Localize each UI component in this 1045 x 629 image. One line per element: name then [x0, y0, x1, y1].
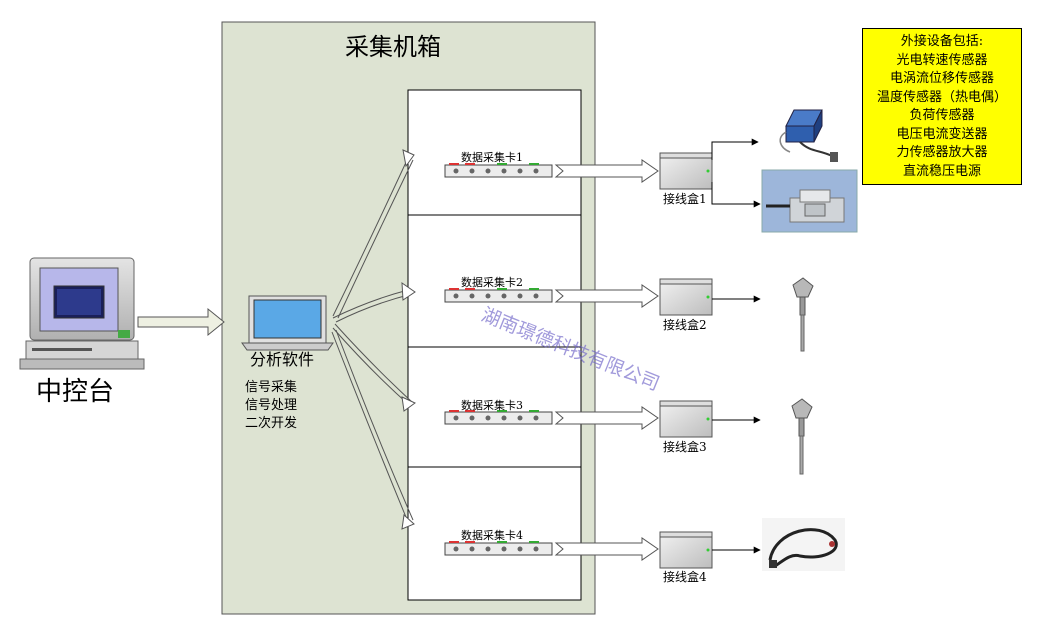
card-1 [444, 163, 553, 178]
box-label-1: 接线盒1 [663, 192, 707, 206]
card-label-2: 数据采集卡2 [461, 276, 523, 289]
load-cell-icon [761, 169, 858, 233]
external-item: 电涡流位移传感器 [889, 71, 994, 86]
card-2 [444, 288, 553, 303]
external-item: 光电转速传感器 [896, 52, 988, 68]
console-computer-icon [19, 257, 145, 370]
thermocouple-icon [792, 277, 814, 352]
box-label-3: 接线盒3 [663, 440, 707, 454]
external-devices-note: 外接设备包括: 光电转速传感器 电涡流位移传感器 温度传感器（热电偶） 负荷传感… [862, 28, 1022, 185]
card-label-1: 数据采集卡1 [461, 151, 523, 164]
card-4 [444, 541, 553, 556]
box-to-sensor-lines [711, 138, 761, 554]
external-title: 外接设备包括: [900, 34, 984, 49]
fanout-lines [331, 157, 414, 523]
external-item: 负荷传感器 [909, 108, 975, 123]
fanout-arrowheads [401, 149, 416, 530]
junction-box-4 [659, 531, 713, 569]
card-label-4: 数据采集卡4 [461, 529, 523, 542]
card-label-3: 数据采集卡3 [461, 399, 523, 412]
speed-sensor-icon [779, 109, 838, 162]
software-title: 分析软件 [250, 350, 315, 369]
external-item: 直流稳压电源 [902, 163, 981, 179]
box-label-2: 接线盒2 [663, 318, 707, 332]
software-functions: 信号采集 信号处理 二次开发 [245, 379, 297, 433]
box-label-4: 接线盒4 [663, 570, 707, 584]
external-item: 电压电流变送器 [896, 126, 988, 142]
external-item: 温度传感器（热电偶） [876, 89, 1007, 105]
function-item: 二次开发 [245, 416, 298, 431]
console-to-software-arrow [137, 307, 225, 337]
function-item: 信号处理 [245, 398, 298, 413]
card-to-box-arrows [554, 159, 659, 561]
junction-box-1 [659, 152, 713, 190]
junction-box-3 [659, 400, 713, 438]
laptop-icon [241, 295, 334, 351]
thermocouple-icon-2 [791, 398, 813, 475]
junction-box-2 [659, 278, 713, 316]
cable-sensor-icon [762, 518, 845, 571]
console-label: 中控台 [36, 377, 115, 407]
cabinet-title: 采集机箱 [345, 33, 441, 61]
external-item: 力传感器放大器 [896, 145, 988, 160]
function-item: 信号采集 [245, 380, 298, 395]
card-3 [444, 410, 553, 425]
